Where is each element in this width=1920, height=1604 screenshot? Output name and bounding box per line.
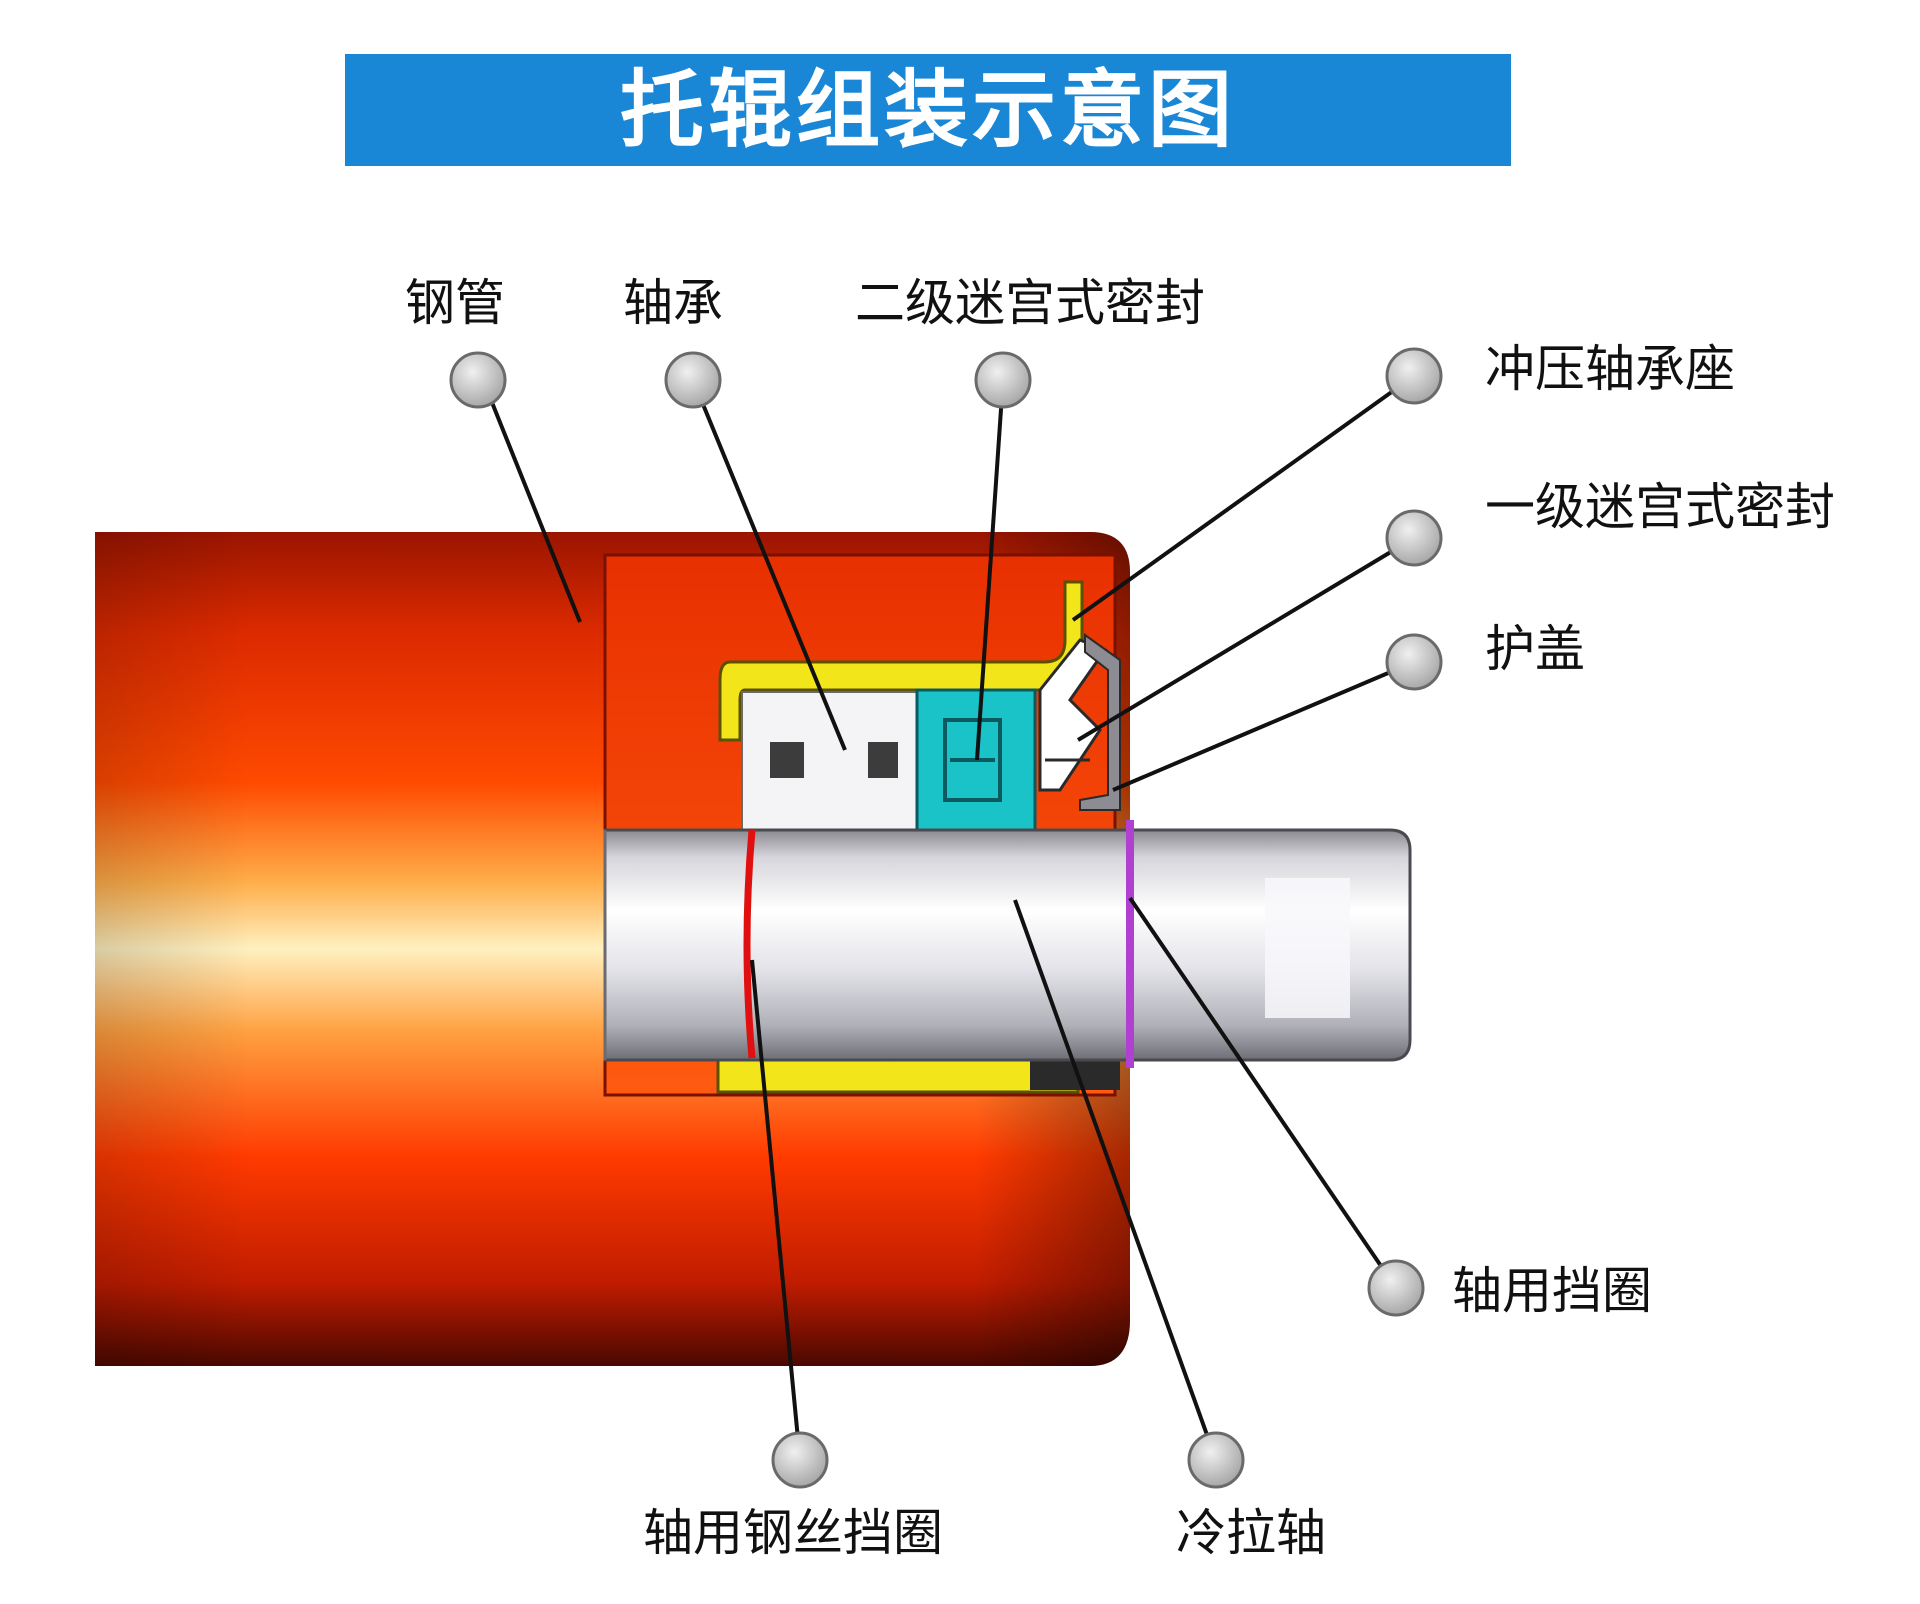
dot-primary-seal: [1385, 509, 1443, 567]
dot-shaft-retaining-ring: [1367, 1259, 1425, 1317]
dot-cold-drawn-shaft: [1187, 1431, 1245, 1489]
dot-steel-tube: [449, 351, 507, 409]
label-shaft-wire-retaining-ring: 轴用钢丝挡圈: [643, 1504, 943, 1562]
dot-protective-cover: [1385, 633, 1443, 691]
diagram-title: 托辊组装示意图: [619, 61, 1236, 159]
dot-stamped-seat: [1385, 347, 1443, 405]
label-bearing: 轴承: [623, 274, 723, 332]
leader-secondary-seal: [975, 379, 1005, 761]
leader-bearing: [691, 379, 847, 751]
leader-wire-retaining-ring: [750, 959, 802, 1461]
leader-shaft-retaining-ring: [1128, 896, 1398, 1290]
leader-primary-seal: [1076, 536, 1416, 742]
dot-bearing: [664, 351, 722, 409]
label-shaft-retaining-ring: 轴用挡圈: [1452, 1262, 1652, 1320]
leader-stamped-seat: [1071, 374, 1416, 622]
label-primary-labyrinth-seal: 一级迷宫式密封: [1485, 478, 1835, 536]
dot-wire-retaining-ring: [771, 1431, 829, 1489]
leader-steel-tube: [481, 379, 582, 623]
label-stamped-bearing-seat: 冲压轴承座: [1485, 340, 1735, 398]
leader-protective-cover: [1112, 660, 1415, 792]
dot-secondary-seal: [974, 351, 1032, 409]
shaft-wire-retaining-ring: [743, 829, 756, 1059]
title-banner: 托辊组装示意图: [345, 54, 1511, 166]
callout-dots: [449, 347, 1443, 1489]
label-secondary-labyrinth-seal: 二级迷宫式密封: [855, 274, 1205, 332]
leader-cold-drawn-shaft: [1013, 899, 1218, 1461]
cold-drawn-shaft: [603, 828, 1412, 1062]
label-steel-tube: 钢管: [405, 274, 505, 332]
callout-leaders: [481, 374, 1416, 1461]
label-protective-cover: 护盖: [1485, 620, 1585, 678]
label-cold-drawn-shaft: 冷拉轴: [1176, 1504, 1326, 1562]
